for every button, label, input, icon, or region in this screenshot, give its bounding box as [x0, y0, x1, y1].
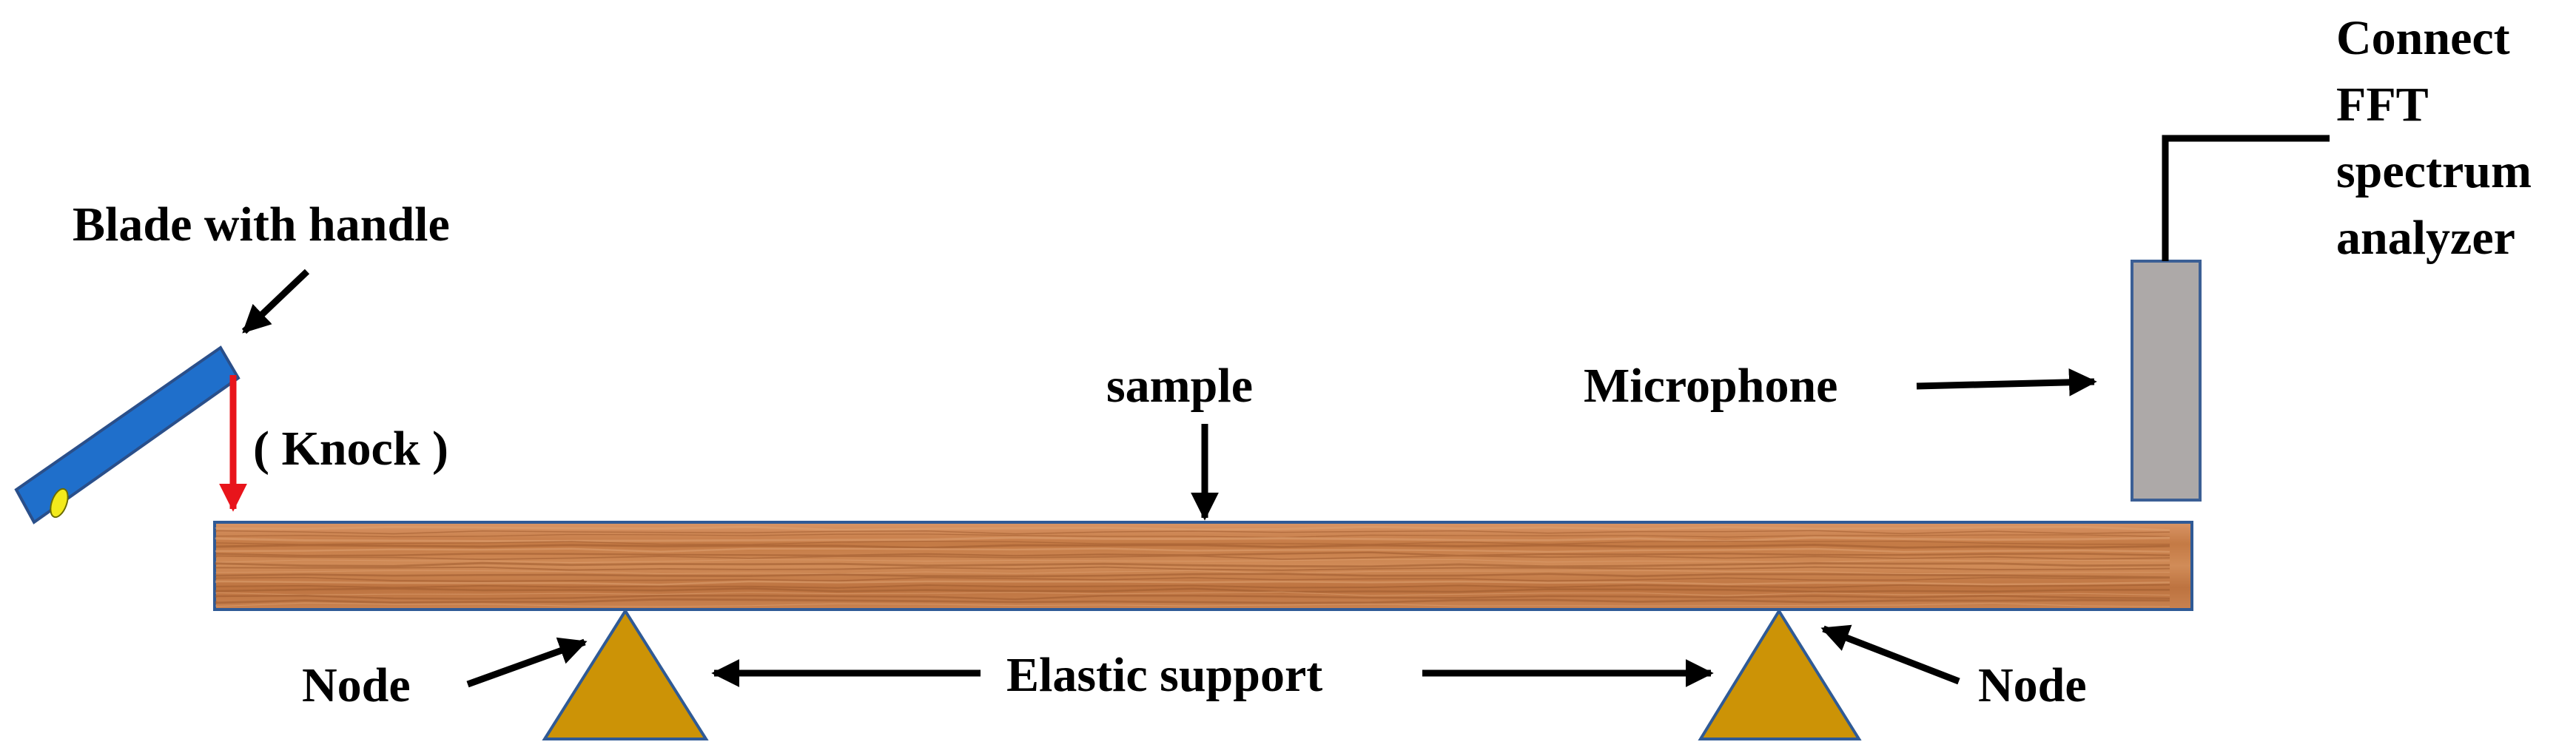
blade-label: Blade with handle [73, 198, 450, 252]
microphone-pointer-arrow [1916, 368, 2097, 396]
node-left-label: Node [302, 658, 411, 712]
knock-label: ( Knock ) [253, 422, 448, 476]
microphone-cable [2162, 135, 2330, 261]
connect-label-line3: spectrum [2336, 144, 2532, 198]
node-left-arrow [466, 637, 588, 688]
connect-label-line1: Connect [2336, 11, 2510, 65]
elastic-support-right [1698, 608, 1862, 740]
elastic-support-label: Elastic support [1006, 648, 1322, 702]
microphone [2131, 260, 2202, 502]
elastic-support-left [542, 608, 709, 740]
connect-label-line2: FFT [2336, 78, 2429, 132]
blade-body [14, 345, 241, 524]
microphone-label: Microphone [1584, 359, 1837, 413]
node-right-arrow [1820, 624, 1960, 685]
blade-pointer-arrow [241, 269, 310, 334]
wood-sample [213, 521, 2193, 611]
sample-label: sample [1106, 359, 1253, 413]
connect-label-line4: analyzer [2336, 211, 2515, 265]
node-right-label: Node [1978, 658, 2087, 712]
blade-with-handle [14, 345, 241, 524]
handle-hole [50, 487, 69, 519]
